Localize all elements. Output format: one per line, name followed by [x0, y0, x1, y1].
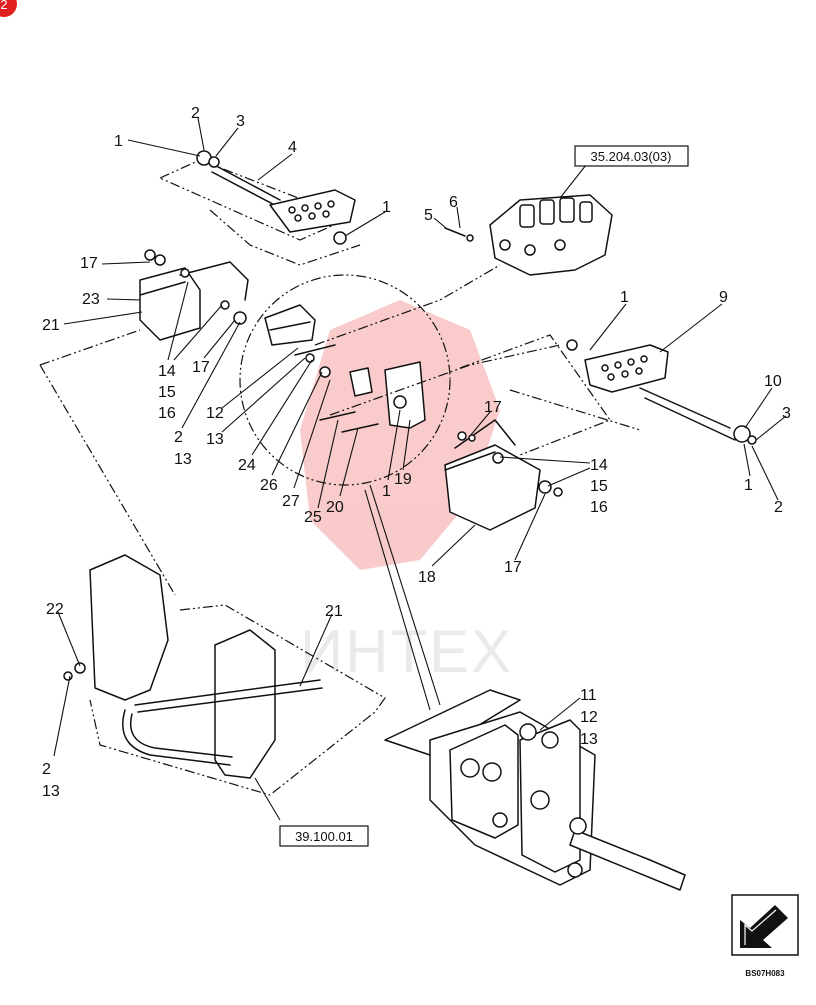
callout-label: 13	[580, 731, 598, 748]
lower-frame-assembly	[63, 554, 386, 821]
callout-label: 17	[484, 399, 502, 416]
callout-label: 2	[191, 105, 200, 122]
callout-label: 20	[326, 499, 344, 516]
callout-label: 2	[42, 761, 51, 778]
zoom-inset	[364, 484, 686, 891]
callout-label: 22	[46, 601, 64, 618]
ref-box-frame-label: 39.100.01	[295, 829, 353, 844]
leader-lines	[53, 117, 787, 757]
callout-label: 1	[382, 199, 391, 216]
control-valve	[444, 159, 613, 276]
right-bracket-assembly	[444, 419, 563, 531]
right-lever-assembly	[459, 334, 757, 456]
callout-label: 13	[206, 431, 224, 448]
callout-label: 17	[80, 255, 98, 272]
callout-label: 5	[424, 207, 433, 224]
callout-label: 4	[288, 139, 297, 156]
callout-label: 12	[580, 709, 598, 726]
center-pivot-detail	[239, 264, 561, 486]
callout-label: 1	[620, 289, 629, 306]
next-page-arrow-icon[interactable]	[731, 894, 799, 956]
callout-label: 14	[590, 457, 608, 474]
page-badge: 2	[0, 0, 17, 17]
badge-text: 2	[0, 0, 7, 12]
callout-label: 18	[418, 569, 436, 586]
callout-label: 24	[238, 457, 256, 474]
callout-label: 21	[325, 603, 343, 620]
callout-label: 9	[719, 289, 728, 306]
callout-label: 2	[174, 429, 183, 446]
callout-labels: 1 2 3 4 1 5 6 17 23 21 14 15 16 17 12 13…	[42, 105, 791, 800]
callout-label: 12	[206, 405, 224, 422]
callout-label: 13	[42, 783, 60, 800]
callout-label: 21	[42, 317, 60, 334]
ref-box-valve[interactable]: 35.204.03(03)	[574, 145, 689, 167]
callout-label: 19	[394, 471, 412, 488]
ref-box-frame-frame	[279, 825, 369, 847]
callout-label: 13	[174, 451, 192, 468]
callout-label: 16	[158, 405, 176, 422]
callout-label: 25	[304, 509, 322, 526]
callout-label: 10	[764, 373, 782, 390]
callout-label: 3	[782, 405, 791, 422]
callout-label: 15	[590, 478, 608, 495]
watermark-text: ИНТЕХ	[300, 618, 513, 685]
callout-label: 1	[114, 133, 123, 150]
drawing-code: BS07H083	[745, 969, 785, 978]
ref-box-valve-frame	[574, 145, 689, 167]
callout-label: 23	[82, 291, 100, 308]
callout-label: 17	[192, 359, 210, 376]
callout-label: 27	[282, 493, 300, 510]
callout-label: 16	[590, 499, 608, 516]
callout-label: 26	[260, 477, 278, 494]
callout-label: 15	[158, 384, 176, 401]
callout-label: 11	[580, 687, 597, 704]
ref-box-valve-label: 35.204.03(03)	[591, 149, 672, 164]
badge-circle	[0, 0, 17, 17]
callout-label: 1	[744, 477, 753, 494]
left-bracket-assembly	[39, 249, 249, 596]
upper-left-lever-assembly	[159, 150, 361, 266]
callout-label: 14	[158, 363, 176, 380]
ref-box-frame[interactable]: 39.100.01	[279, 825, 369, 847]
callout-label: 3	[236, 113, 245, 130]
callout-label: 2	[774, 499, 783, 516]
callout-label: 6	[449, 194, 458, 211]
callout-label: 17	[504, 559, 522, 576]
callout-label: 1	[382, 483, 391, 500]
